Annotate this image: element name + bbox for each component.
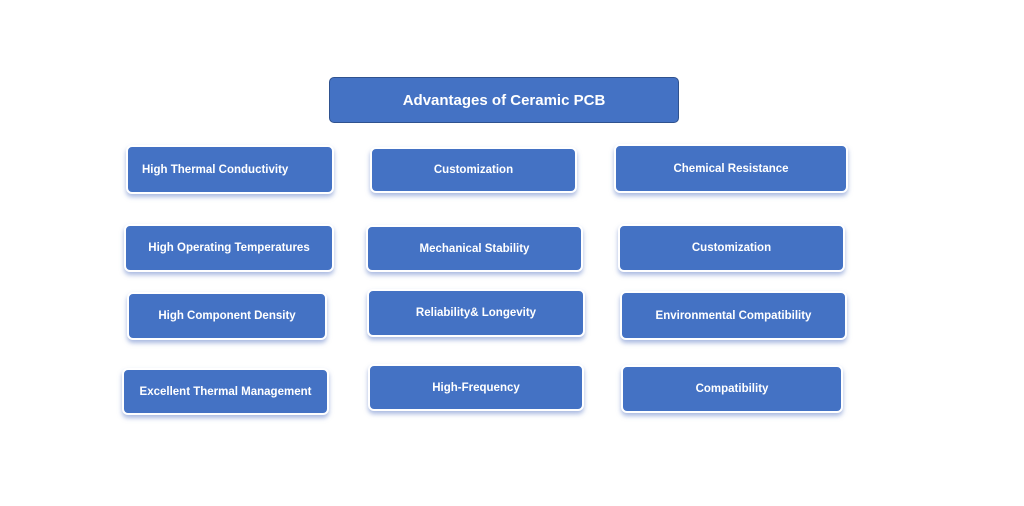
- advantage-mechanical-stability: Mechanical Stability: [366, 225, 583, 272]
- diagram-title: Advantages of Ceramic PCB: [329, 77, 679, 123]
- advantage-chemical-resistance: Chemical Resistance: [614, 144, 848, 193]
- advantage-compatibility: Compatibility: [621, 365, 843, 413]
- advantage-reliability-longevity: Reliability& Longevity: [367, 289, 585, 337]
- advantage-customization: Customization: [370, 147, 577, 193]
- advantage-excellent-thermal-management: Excellent Thermal Management: [122, 368, 329, 415]
- advantage-high-thermal-conductivity: High Thermal Conductivity: [126, 145, 334, 194]
- advantage-high-component-density: High Component Density: [127, 292, 327, 340]
- advantage-environmental-compatibility: Environmental Compatibility: [620, 291, 847, 340]
- advantage-customization-2: Customization: [618, 224, 845, 272]
- advantage-high-operating-temperatures: High Operating Temperatures: [124, 224, 334, 272]
- advantage-high-frequency: High-Frequency: [368, 364, 584, 411]
